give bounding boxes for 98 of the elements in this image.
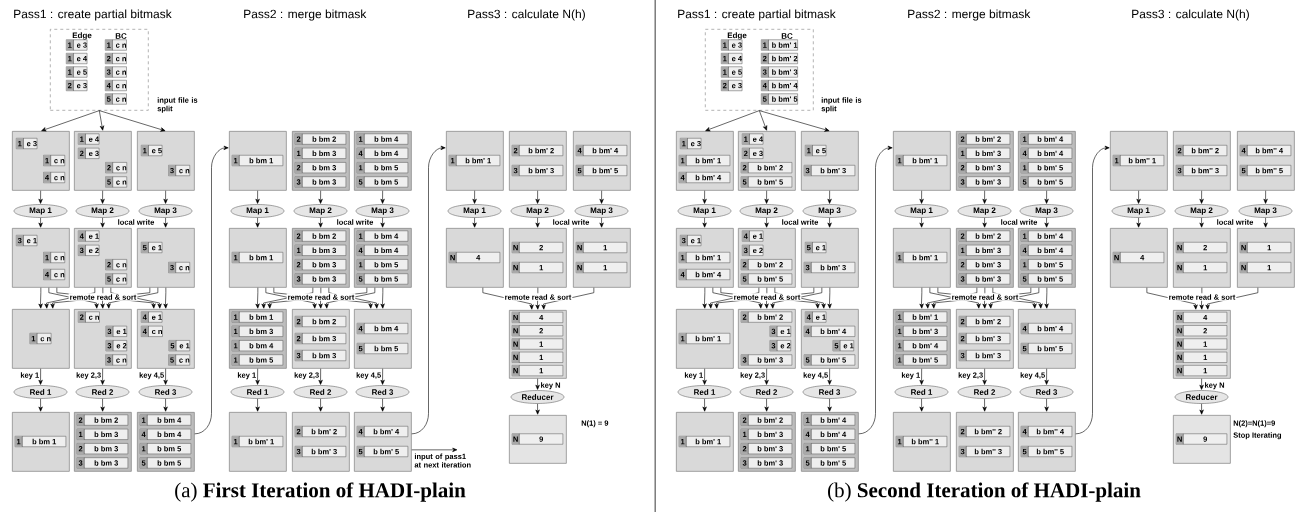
arrow: [759, 110, 830, 132]
arrow: [919, 398, 924, 412]
arrow: [827, 398, 832, 412]
arrow: [318, 368, 323, 385]
arrow: [1263, 217, 1268, 228]
arrow: [702, 398, 707, 412]
arrow: [194, 145, 229, 435]
arrow: [535, 287, 540, 310]
arrow: [38, 398, 43, 412]
arrow: [919, 368, 924, 385]
arrow: [1044, 287, 1049, 309]
arrow: [764, 368, 769, 385]
arrow: [1199, 217, 1204, 228]
arrow: [919, 217, 924, 228]
arrow: [919, 190, 924, 204]
arrow: [380, 398, 385, 412]
arrow: [535, 190, 540, 204]
arrow: [472, 190, 477, 204]
arrow: [1136, 217, 1141, 228]
pass-title: Pass1 : create partial bitmask: [678, 9, 836, 21]
arrow: [1199, 287, 1204, 310]
arrow: [982, 368, 987, 385]
arrow: [759, 110, 768, 131]
arrow: [255, 190, 260, 204]
arrow: [411, 447, 458, 452]
arrow: [380, 287, 385, 309]
arrow: [1199, 403, 1204, 415]
arrow: [100, 190, 105, 204]
arrow: [163, 287, 168, 309]
arrow: [255, 398, 260, 412]
arrow: [702, 190, 707, 204]
arrow: [1075, 145, 1110, 435]
pass-title: Pass3 : calculate N(h): [1132, 9, 1249, 21]
arrow: [982, 190, 987, 204]
arrow: [255, 217, 260, 228]
arrow: [380, 190, 385, 204]
pass-title: Pass2 : merge bitmask: [244, 9, 367, 21]
pass-title: Pass1 : create partial bitmask: [14, 9, 172, 21]
arrow: [827, 368, 832, 385]
pass-title: Pass2 : merge bitmask: [908, 9, 1031, 21]
figure-caption: (a) First Iteration of HADI-plain: [175, 482, 466, 502]
arrow: [38, 368, 43, 385]
arrow: [163, 217, 168, 228]
arrow: [1199, 190, 1204, 204]
arrow: [100, 287, 105, 309]
arrow: [100, 217, 105, 228]
arrow: [41, 110, 100, 132]
arrow: [472, 217, 477, 228]
arrow: [982, 217, 987, 228]
arrow: [1263, 190, 1268, 204]
arrow: [100, 398, 105, 412]
arrow: [163, 398, 168, 412]
arrow: [99, 110, 105, 131]
arrow: [318, 398, 323, 412]
arrow: [100, 368, 105, 385]
arrow: [764, 398, 769, 412]
arrow: [982, 398, 987, 412]
arrow: [858, 145, 893, 435]
arrow: [255, 287, 260, 309]
arrow: [764, 217, 769, 228]
figure-caption: (b) Second Iteration of HADI-plain: [828, 482, 1141, 502]
arrow: [1136, 190, 1141, 204]
arrow: [535, 217, 540, 228]
arrow: [318, 287, 323, 309]
arrow: [764, 190, 769, 204]
arrow: [599, 190, 604, 204]
arrow: [1199, 378, 1204, 390]
data-box: [12, 309, 70, 369]
arrow: [1044, 398, 1049, 412]
arrow: [702, 287, 707, 309]
pass-title: Pass3 : calculate N(h): [468, 9, 585, 21]
arrow: [411, 145, 446, 435]
arrow: [1044, 368, 1049, 385]
arrow: [764, 287, 769, 309]
arrow: [380, 217, 385, 228]
arrow: [705, 110, 760, 132]
arrow: [1044, 217, 1049, 228]
arrow: [535, 378, 540, 390]
arrow: [380, 368, 385, 385]
arrow: [982, 287, 987, 309]
arrow: [535, 403, 540, 415]
arrow: [827, 287, 832, 309]
arrow: [38, 190, 43, 204]
arrow: [919, 287, 924, 309]
arrow: [1044, 190, 1049, 204]
arrow: [827, 190, 832, 204]
arrow: [318, 217, 323, 228]
arrow: [38, 287, 43, 309]
arrow: [163, 368, 168, 385]
arrow: [702, 217, 707, 228]
arrow: [38, 217, 43, 228]
arrow: [99, 110, 166, 132]
arrow: [318, 190, 323, 204]
arrow: [827, 217, 832, 228]
arrow: [599, 217, 604, 228]
arrow: [163, 190, 168, 204]
arrow: [702, 368, 707, 385]
arrow: [255, 368, 260, 385]
